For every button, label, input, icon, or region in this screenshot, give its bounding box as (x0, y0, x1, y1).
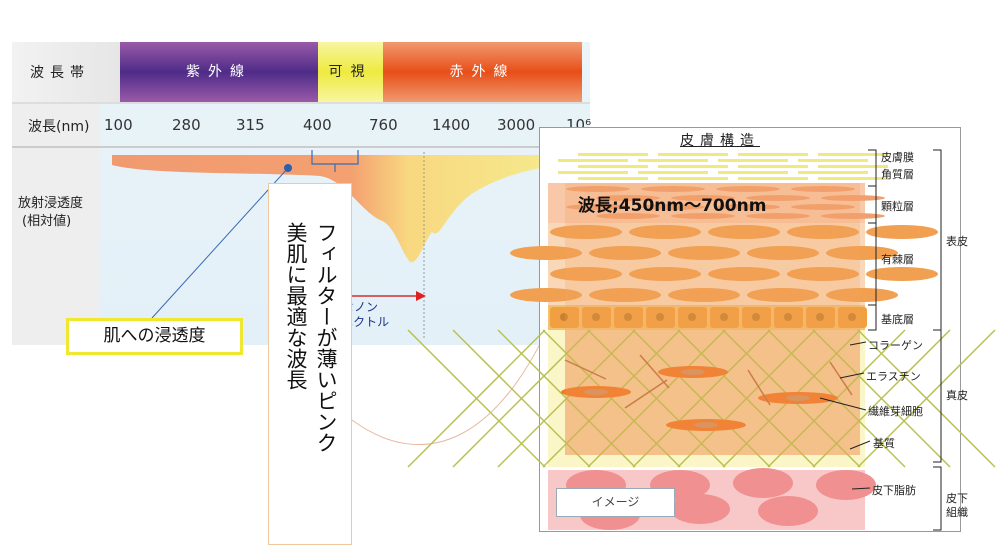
band-label: 波長帯 (30, 65, 90, 81)
group-subcutis-1: 皮下 (946, 492, 968, 505)
bracket (311, 150, 359, 172)
y-label-cell (12, 148, 100, 345)
tick-label: 100 (104, 116, 133, 134)
fat-cell (758, 496, 818, 526)
fat-cell (816, 470, 876, 500)
tick-label: 315 (236, 116, 265, 134)
elastin-fiber (564, 359, 607, 380)
label-basal: 基底層 (881, 313, 914, 326)
group-subcutis-2: 組織 (946, 506, 968, 519)
label-granular: 顆粒層 (881, 200, 914, 213)
filter-note-line1: フィルターが薄いピンク (314, 222, 338, 453)
callout-dot (284, 164, 292, 172)
tick-label: 1400 (432, 116, 471, 134)
filter-note-box: フィルターが薄いピンク 美肌に最適な波長 (268, 183, 352, 545)
label-membrane: 皮膚膜 (881, 151, 914, 164)
band-uv: 紫外線 (120, 42, 318, 102)
filter-note-line2: 美肌に最適な波長 (284, 222, 308, 390)
fat-cell (670, 494, 730, 524)
elastin-fiber (747, 369, 771, 406)
band-visible: 可視 (318, 42, 383, 102)
tick-label: 3000 (497, 116, 536, 134)
label-subcutaneous-fat: 皮下脂肪 (872, 484, 916, 497)
wavelength-overlay (565, 183, 860, 455)
group-epidermis: 表皮 (946, 235, 968, 248)
tick-label: 760 (369, 116, 398, 134)
label-spinous: 有棘層 (881, 253, 914, 266)
label-collagen: コラーゲン (868, 339, 923, 352)
elastin-fiber (829, 361, 853, 396)
label-matrix: 基質 (873, 437, 895, 450)
label-fibroblast: 繊維芽細胞 (868, 405, 923, 418)
band-label-cell (12, 42, 120, 102)
label-corneum: 角質層 (881, 168, 914, 181)
wavelength-note: 波長;450nm〜700nm (578, 196, 767, 216)
elastin-fiber (624, 379, 668, 409)
divider (12, 146, 590, 148)
image-label: イメージ (556, 488, 675, 517)
wavelength-label-cell (12, 104, 100, 146)
y-label-sub: (相対値) (22, 214, 72, 229)
tick-label: 400 (303, 116, 332, 134)
skin-title: 皮膚構造 (680, 133, 760, 149)
y-label: 放射浸透度 (18, 196, 84, 211)
callout-box: 肌への浸透度 (66, 318, 243, 355)
tick-label: 280 (172, 116, 201, 134)
penetration-area (112, 155, 590, 263)
fat-cell (733, 468, 793, 498)
xenon-arrowhead (416, 291, 426, 301)
wavelength-label: 波長(nm) (28, 119, 90, 135)
callout-line (151, 167, 289, 319)
label-elastin: エラスチン (866, 370, 921, 383)
divider (12, 102, 590, 104)
band-ir: 赤外線 (383, 42, 582, 102)
group-dermis: 真皮 (946, 389, 968, 402)
